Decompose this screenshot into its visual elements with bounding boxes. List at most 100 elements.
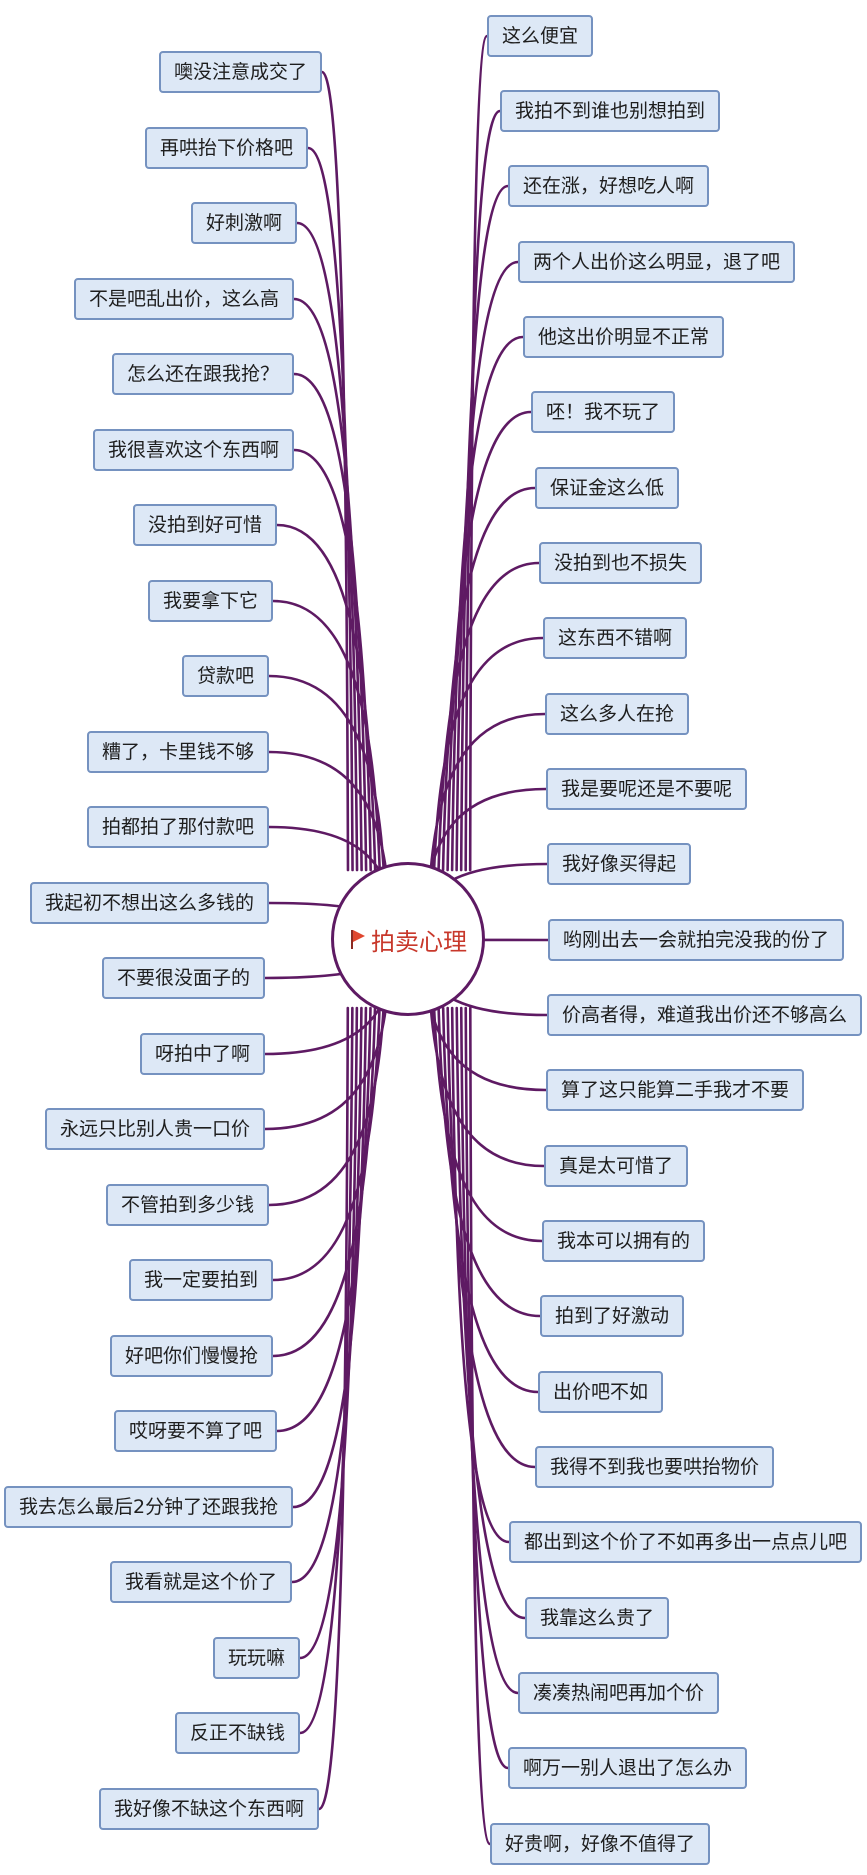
left-branch-node[interactable]: 永远只比别人贵一口价 [45,1108,266,1150]
left-branch-label: 我要拿下它 [163,590,259,612]
right-branch-node[interactable]: 出价吧不如 [538,1371,664,1413]
left-branch-label: 永远只比别人贵一口价 [60,1118,251,1140]
right-branch-node[interactable]: 这东西不错啊 [543,617,688,659]
left-branch-node[interactable]: 没拍到好可惜 [133,504,278,546]
right-branch-label: 都出到这个价了不如再多出一点点儿吧 [524,1531,848,1553]
left-branch-connector [271,599,382,872]
left-branch-node[interactable]: 呀拍中了啊 [140,1033,266,1075]
left-branch-node[interactable]: 我一定要拍到 [129,1259,274,1301]
right-branch-label: 算了这只能算二手我才不要 [561,1079,790,1101]
right-branch-connector [455,260,520,872]
right-branch-node[interactable]: 他这出价明显不正常 [523,316,725,358]
right-branch-label: 哟刚出去一会就拍完没我的份了 [563,929,830,951]
right-branch-label: 我是要呢还是不要呢 [561,778,733,800]
left-branch-node[interactable]: 不要很没面子的 [102,957,266,999]
right-branch-node[interactable]: 我得不到我也要哄抬物价 [535,1446,775,1488]
right-branch-node[interactable]: 我是要呢还是不要呢 [546,768,748,810]
left-branch-node[interactable]: 不是吧乱出价，这么高 [74,278,295,320]
left-branch-node[interactable]: 我看就是这个价了 [110,1561,293,1603]
right-branch-label: 价高者得，难道我出价还不够高么 [562,1004,848,1026]
right-branch-label: 好贵啊，好像不值得了 [505,1833,696,1855]
left-branch-node[interactable]: 贷款吧 [182,655,270,697]
right-branch-connector [469,1006,492,1846]
right-branch-node[interactable]: 我拍不到谁也别想拍到 [500,90,721,132]
right-branch-connector [428,989,546,1168]
left-branch-label: 糟了，卡里钱不够 [102,741,255,763]
right-branch-node[interactable]: 呸！我不玩了 [531,391,676,433]
root-node[interactable]: 拍卖心理 [331,862,485,1016]
left-branch-connector [292,372,368,872]
right-branch-connector [450,1006,511,1544]
right-branch-connector [428,712,547,889]
left-branch-connector [275,523,377,872]
left-branch-connector [292,448,372,872]
left-branch-node[interactable]: 好刺激啊 [191,202,298,244]
left-branch-node[interactable]: 不管拍到多少钱 [106,1184,270,1226]
left-branch-label: 好刺激啊 [206,212,283,234]
right-branch-node[interactable]: 算了这只能算二手我才不要 [546,1069,805,1111]
right-branch-node[interactable]: 真是太可惜了 [544,1145,689,1187]
right-branch-label: 我好像买得起 [562,853,677,875]
left-branch-label: 再哄抬下价格吧 [160,137,294,159]
right-branch-node[interactable]: 拍到了好激动 [540,1295,685,1337]
left-branch-node[interactable]: 拍都拍了那付款吧 [87,806,270,848]
right-branch-node[interactable]: 保证金这么低 [535,467,680,509]
left-branch-label: 不是吧乱出价，这么高 [89,288,280,310]
left-branch-node[interactable]: 哎呀要不算了吧 [114,1410,278,1452]
left-branch-connector [306,146,354,872]
left-branch-label: 不要很没面子的 [117,967,251,989]
right-branch-node[interactable]: 我本可以拥有的 [542,1220,706,1262]
left-branch-label: 玩玩嘛 [228,1647,286,1669]
right-branch-label: 啊万一别人退出了怎么办 [523,1757,733,1779]
left-branch-node[interactable]: 玩玩嘛 [213,1637,301,1679]
right-branch-label: 他这出价明显不正常 [538,326,710,348]
left-branch-node[interactable]: 我很喜欢这个东西啊 [93,429,295,471]
left-branch-connector [298,1006,354,1735]
left-branch-node[interactable]: 怎么还在跟我抢？ [112,353,295,395]
right-branch-label: 我得不到我也要哄抬物价 [550,1456,760,1478]
right-branch-label: 保证金这么低 [550,477,665,499]
left-branch-node[interactable]: 噢没注意成交了 [159,51,323,93]
right-branch-label: 我靠这么贵了 [540,1607,655,1629]
left-branch-connector [271,1006,377,1358]
right-branch-connector [450,335,525,872]
right-branch-connector [446,410,533,872]
left-branch-connector [267,998,386,1207]
right-branch-node[interactable]: 都出到这个价了不如再多出一点点儿吧 [509,1521,863,1563]
right-branch-node[interactable]: 两个人出价这么明显，退了吧 [518,241,796,283]
left-branch-label: 呀拍中了啊 [155,1043,251,1065]
right-branch-node[interactable]: 啊万一别人退出了怎么办 [508,1747,748,1789]
left-branch-label: 好吧你们慢慢抢 [125,1345,259,1367]
left-branch-label: 没拍到好可惜 [148,514,263,536]
red-flag-icon [349,929,365,949]
left-branch-label: 我起初不想出这么多钱的 [45,892,255,914]
left-branch-node[interactable]: 我要拿下它 [148,580,274,622]
left-branch-label: 不管拍到多少钱 [121,1194,255,1216]
right-branch-node[interactable]: 我好像买得起 [547,843,692,885]
left-branch-label: 拍都拍了那付款吧 [102,816,255,838]
right-branch-label: 没拍到也不损失 [554,552,688,574]
right-branch-label: 拍到了好激动 [555,1305,670,1327]
right-branch-node[interactable]: 没拍到也不损失 [539,542,703,584]
right-branch-label: 我拍不到谁也别想拍到 [515,100,706,122]
right-branch-label: 这东西不错啊 [558,627,673,649]
left-branch-node[interactable]: 好吧你们慢慢抢 [110,1335,274,1377]
left-branch-node[interactable]: 反正不缺钱 [175,1712,301,1754]
left-branch-node[interactable]: 我去怎么最后2分钟了还跟我抢 [4,1486,294,1528]
left-branch-node[interactable]: 再哄抬下价格吧 [145,127,309,169]
right-branch-node[interactable]: 哟刚出去一会就拍完没我的份了 [548,919,845,961]
left-branch-connector [295,221,359,872]
left-branch-node[interactable]: 我好像不缺这个东西啊 [99,1788,320,1830]
left-branch-connector [267,674,386,880]
right-branch-node[interactable]: 价高者得，难道我出价还不够高么 [547,994,863,1036]
right-branch-node[interactable]: 这么便宜 [487,15,594,57]
right-branch-node[interactable]: 凑凑热闹吧再加个价 [518,1672,720,1714]
left-branch-label: 哎呀要不算了吧 [129,1420,263,1442]
left-branch-node[interactable]: 糟了，卡里钱不够 [87,731,270,773]
right-branch-node[interactable]: 好贵啊，好像不值得了 [490,1823,711,1865]
right-branch-node[interactable]: 这么多人在抢 [545,693,690,735]
right-branch-node[interactable]: 还在涨，好想吃人啊 [508,165,710,207]
right-branch-node[interactable]: 我靠这么贵了 [525,1597,670,1639]
left-branch-node[interactable]: 我起初不想出这么多钱的 [30,882,270,924]
